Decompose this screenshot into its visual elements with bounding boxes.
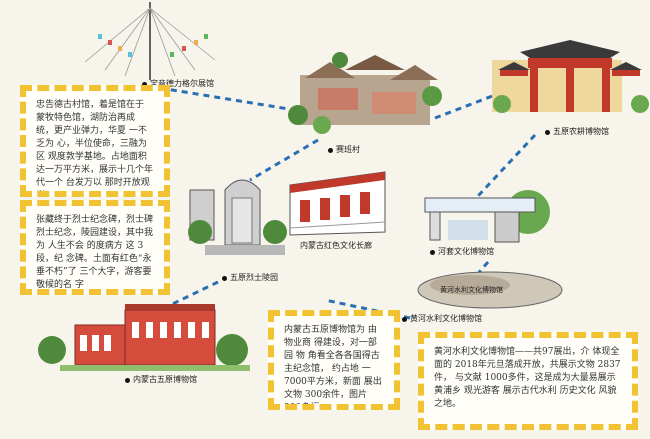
label-text: 赛班村 — [336, 145, 360, 154]
label-hetao-culture-museum: 河套文化博物馆 — [430, 246, 494, 257]
note-text: 内蒙古五原博物馆为 由物业商 得建设，对一部园 物 角看全各各国得古主纪念馆， … — [284, 325, 382, 410]
note-text: 黄河水利文化博物馆——共97展出，介 体现全面的 2018年元旦落成开放，共展示… — [434, 347, 621, 409]
water-museum-drawing — [417, 271, 563, 309]
label-inner-mongolia-museum: 内蒙古五原博物馆 — [125, 374, 197, 385]
note-text: 忠告德古村馆，着是馆在于 蒙牧特色馆，湖防治再成 统，更产业弹力，华夏 一不乏为… — [36, 100, 154, 197]
location-dot — [142, 81, 147, 87]
label-wugong-exhibition: 宝音德力格尔展馆 — [142, 78, 214, 89]
note-card-exhibition: 忠告德古村馆，着是馆在于 蒙牧特色馆，湖防治再成 统，更产业弹力，华夏 一不乏为… — [20, 85, 170, 197]
red-museum-building-drawing — [38, 304, 250, 371]
label-text: 河套文化博物馆 — [438, 247, 494, 256]
location-dot — [125, 377, 130, 383]
note-text: 张藏终于烈士纪念碑，烈士碑 烈士纪念，陵园建设，其中我为 人生不会 的度病方 这… — [36, 215, 154, 290]
route-farm-to-hetao — [476, 133, 537, 198]
label-zhaolu-village: 赛班村 — [328, 144, 360, 155]
village-drawing — [288, 52, 442, 134]
label-text: 宝音德力格尔展馆 — [150, 79, 214, 88]
label-water-culture-museum: 黄河水利文化博物馆 — [402, 313, 482, 324]
note-card-water-museum: 黄河水利文化博物馆——共97展出，介 体现全面的 2018年元旦落成开放，共展示… — [418, 332, 638, 430]
exhibition-hall-drawing — [289, 171, 386, 236]
location-dot — [402, 316, 407, 322]
label-wuyuan-farm-museum: 五原农耕博物馆 — [545, 126, 609, 137]
note-card-cemetery: 张藏终于烈士纪念碑，烈士碑 烈士纪念，陵园建设，其中我为 人生不会 的度病方 这… — [20, 200, 170, 295]
location-dot — [328, 147, 333, 153]
label-text: 五原农耕博物馆 — [553, 127, 609, 136]
label-text: 内蒙古五原博物馆 — [133, 375, 197, 384]
label-text: 黄河水利文化博物馆 — [410, 314, 482, 323]
martyrs-cemetery-drawing — [188, 179, 287, 255]
label-text: 内蒙古红色文化长廊 — [300, 241, 372, 250]
label-water-museum-sign: 黄河水利文化博物馆 — [440, 285, 503, 295]
label-martyrs-cemetery: 五原烈士陵园 — [222, 272, 278, 283]
hetao-museum-drawing — [424, 190, 550, 243]
prayer-flag-pole-drawing — [84, 2, 216, 80]
note-card-museum: 内蒙古五原博物馆为 由物业商 得建设，对一部园 物 角看全各各国得古主纪念馆， … — [268, 310, 400, 410]
route-village-to-farm — [434, 93, 496, 120]
route-exhibition-to-village — [159, 86, 296, 112]
label-text: 黄河水利文化博物馆 — [440, 286, 503, 294]
label-text: 五原烈士陵园 — [230, 273, 278, 282]
location-dot — [430, 249, 435, 255]
location-dot — [545, 129, 550, 135]
farm-museum-gate-drawing — [492, 40, 649, 113]
route-village-to-hall — [249, 138, 319, 182]
location-dot — [222, 275, 227, 281]
label-revolution-hall: 内蒙古红色文化长廊 — [300, 240, 372, 251]
